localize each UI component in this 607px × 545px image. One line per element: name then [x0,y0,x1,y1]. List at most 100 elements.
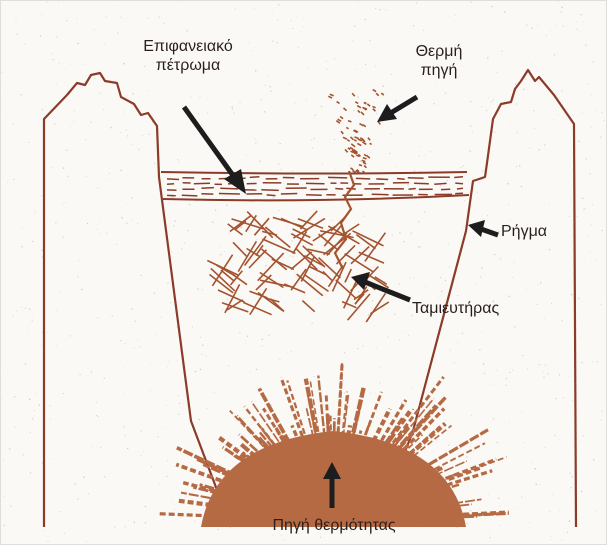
label-hot-spring: Θερμή πηγή [404,42,474,80]
speck [453,391,454,392]
speck [583,21,584,22]
speck [203,450,204,451]
speck [416,2,417,3]
speck [379,382,380,383]
speck [578,40,579,41]
speck [317,281,318,282]
rock-dash [219,194,240,195]
speck [269,86,271,88]
spray-droplet [364,103,366,104]
speck [483,418,484,419]
speck [442,290,443,291]
speck [603,120,604,121]
speck [142,135,143,136]
speck [498,497,500,499]
speck [369,40,371,42]
speck [601,411,602,412]
label-hot-spring-line1: Θερμή [404,42,474,61]
spray-droplet [368,138,370,141]
speck [13,316,14,317]
speck [148,90,149,91]
speck [126,223,127,224]
speck [117,32,118,33]
rock-dash [328,177,347,178]
speck [278,163,279,164]
speck [521,497,522,498]
rock-dash [397,179,405,180]
rock-dash [306,195,322,196]
speck [120,17,121,18]
speck [365,64,366,65]
speck [220,246,221,247]
speck [88,311,89,312]
speck [540,282,541,283]
speck [424,211,425,212]
speck [303,385,304,386]
spray-droplet [373,107,376,108]
speck [519,165,520,166]
speck [173,225,174,226]
speck [166,405,167,406]
speck [162,428,163,429]
speck [481,106,482,107]
speck [63,393,64,394]
speck [137,223,138,224]
speck [535,468,537,470]
spray-droplet [362,139,365,142]
speck [504,199,505,200]
speck [412,387,413,388]
speck [413,277,414,278]
speck [506,378,507,379]
speck [429,277,430,278]
speck [496,370,497,371]
speck [207,112,208,113]
speck [448,243,449,244]
speck [482,170,484,172]
speck [501,51,502,52]
speck [408,335,409,336]
speck [224,251,225,252]
speck [379,9,380,10]
speck [578,298,579,299]
speck [311,139,312,140]
speck [522,411,523,412]
speck [170,302,171,303]
speck [481,151,482,152]
speck [193,158,194,159]
speck [7,371,8,372]
speck [450,29,451,30]
speck [40,35,42,37]
speck [91,347,92,348]
rock-dash [356,178,370,179]
speck [187,30,188,31]
speck [56,84,57,85]
rock-dash [434,183,446,184]
speck [234,112,235,113]
speck [138,340,139,341]
speck [131,144,132,145]
speck [479,508,480,509]
speck [96,229,97,230]
speck [483,363,484,364]
speck [319,298,320,299]
speck [592,459,593,460]
speck [51,53,52,54]
speck [243,418,244,419]
speck [100,93,101,94]
speck [1,398,2,399]
speck [447,180,448,181]
speck [585,158,587,160]
fracture-stroke [291,234,313,246]
speck [221,422,222,423]
fracture-stroke [319,258,341,278]
speck [91,371,92,372]
speck [265,85,266,86]
speck [433,103,434,104]
speck [175,509,176,510]
speck [28,334,29,335]
speck [300,246,301,247]
speck [494,254,495,255]
speck [177,159,178,160]
speck [315,115,316,116]
